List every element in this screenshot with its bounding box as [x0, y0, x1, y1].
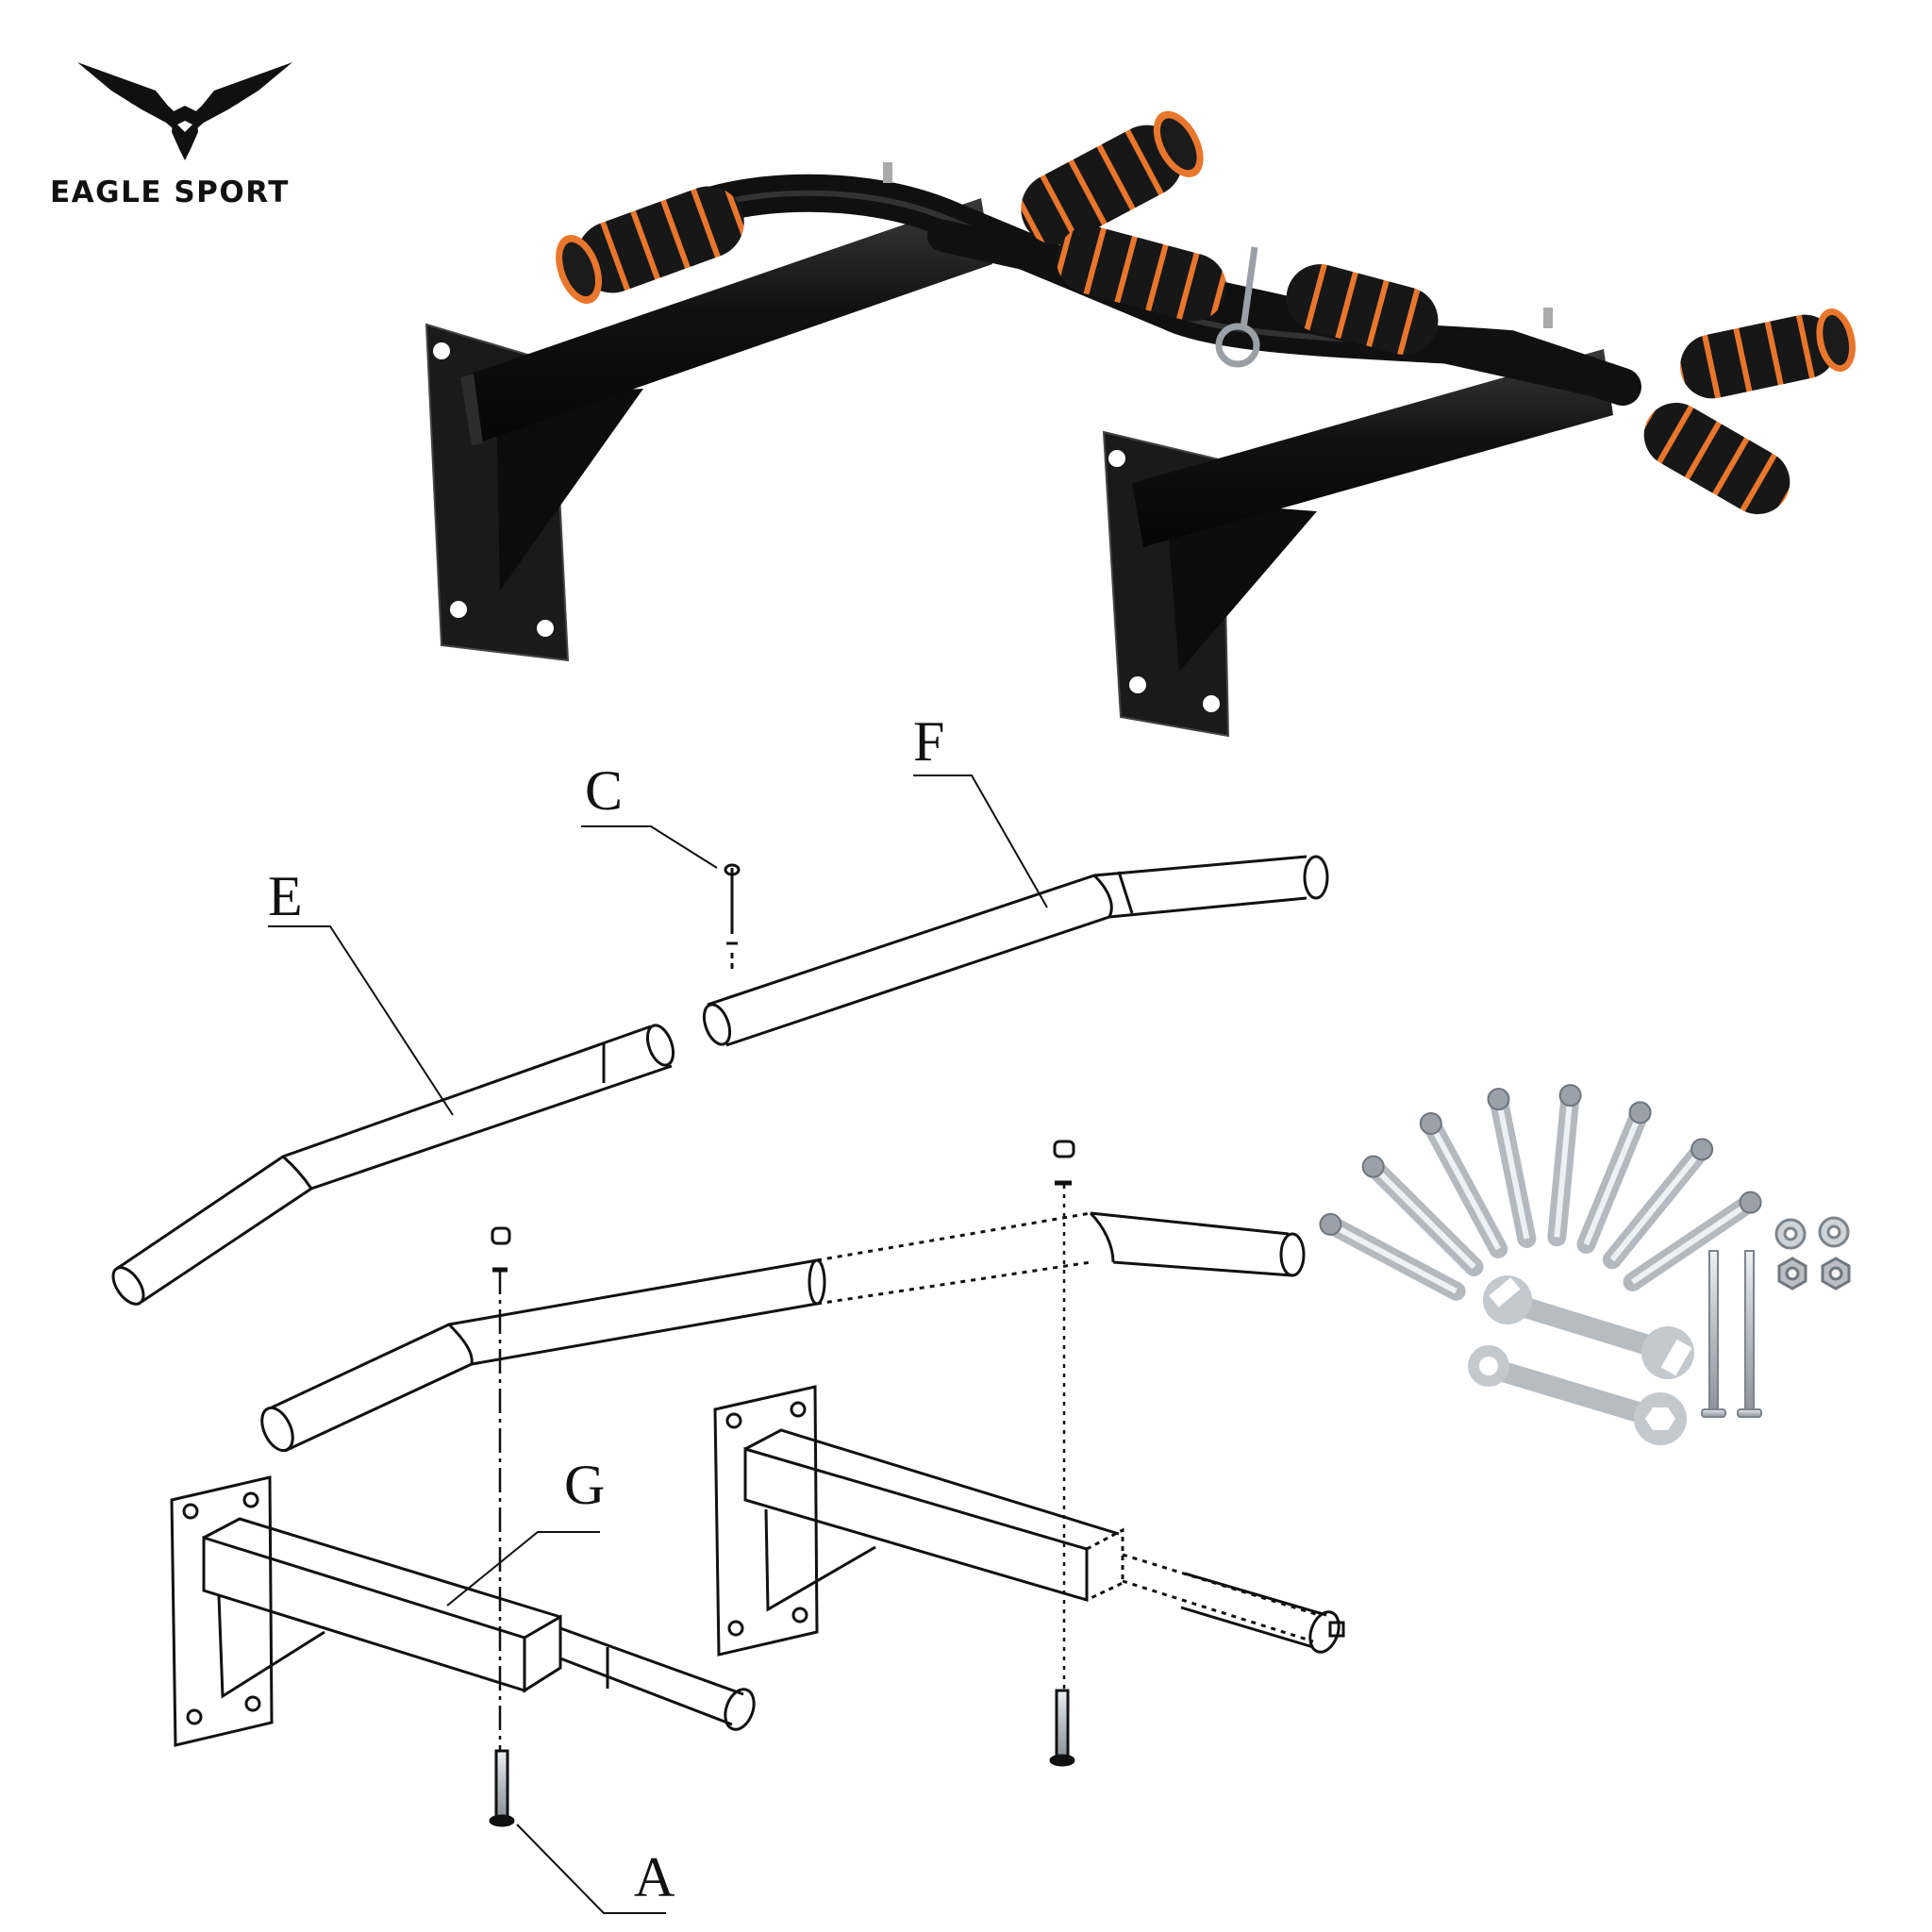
right-mount-bracket: [713, 1385, 1345, 1657]
left-wall-bracket: [425, 198, 992, 662]
cap-right: [1053, 1140, 1075, 1186]
anchor-bolt: [1361, 1155, 1484, 1276]
leader-e: [268, 925, 454, 1116]
assembly-view-bottom: [170, 1140, 1345, 1914]
screw-a-left: [489, 1749, 515, 1827]
anchor-bolt: [1623, 1191, 1762, 1291]
label-f: F: [913, 710, 944, 773]
wrench-2: [1468, 1345, 1687, 1445]
anchor-bolts: [1319, 1084, 1762, 1301]
anchor-bolt: [1547, 1084, 1582, 1247]
brand-logo: EAGLE SPORT: [50, 62, 292, 209]
anchor-bolt: [1576, 1101, 1652, 1254]
long-bolts: [1701, 1250, 1762, 1418]
product-illustration: [425, 110, 1856, 738]
label-c: C: [585, 759, 623, 822]
screw-c: [724, 863, 741, 972]
leader-a: [516, 1824, 666, 1914]
nuts: [1777, 1257, 1851, 1291]
label-a: A: [634, 1846, 675, 1908]
exploded-view-top: [111, 774, 1329, 1306]
eagle-wings-icon: [77, 62, 292, 160]
screw-a-right: [1049, 1689, 1075, 1767]
tube-f: [702, 855, 1329, 1047]
assembled-bar: [260, 1211, 1306, 1453]
tube-e: [111, 1024, 675, 1306]
anchor-bolt: [1319, 1212, 1466, 1301]
wrench-1: [1483, 1275, 1694, 1379]
leader-f: [913, 774, 1048, 908]
label-g: G: [564, 1454, 605, 1516]
eye-bolt: [1215, 246, 1260, 368]
washers: [1774, 1216, 1850, 1250]
anchor-bolt: [1487, 1088, 1537, 1248]
leader-c: [581, 825, 718, 869]
cap-left: [491, 1226, 511, 1273]
leader-g: [446, 1531, 600, 1607]
bracket-bolt-left: [883, 162, 892, 183]
hardware-kit: [1319, 1084, 1851, 1445]
foam-grips: [556, 110, 1856, 514]
left-mount-bracket: [170, 1475, 756, 1747]
bracket-bolt-right: [1543, 308, 1553, 328]
anchor-bolt: [1602, 1138, 1714, 1270]
label-e: E: [268, 865, 303, 927]
right-wall-bracket: [1102, 349, 1613, 738]
anchor-bolt: [1419, 1112, 1508, 1258]
brand-name: EAGLE SPORT: [50, 175, 290, 209]
